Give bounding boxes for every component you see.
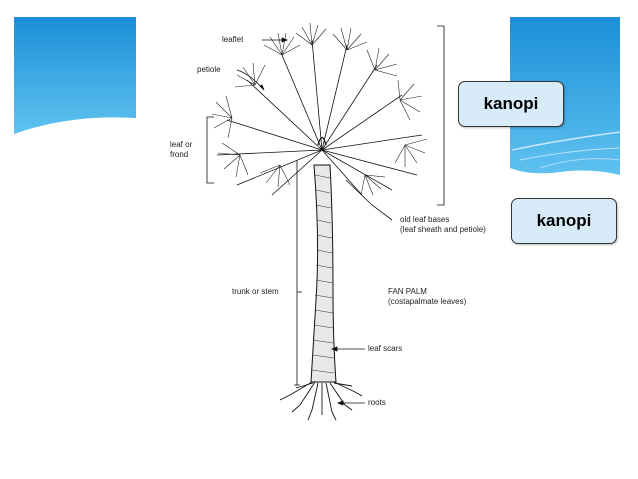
label-petiole: petiole [197,65,221,74]
label-leaf-or: leaf or [170,140,193,149]
left-decor-block [14,17,136,134]
callout-kanopi-bottom: kanopi [511,198,617,244]
roots-drawing [279,381,363,421]
annotation-leaders [206,25,445,406]
label-old-leaf-bases-detail: (leaf sheath and petiole) [400,225,486,234]
label-leaf-scars: leaf scars [368,344,403,353]
label-trunk: trunk or stem [232,287,279,296]
label-frond: frond [170,150,189,159]
label-old-leaf-bases: old leaf bases [400,215,450,224]
label-leaflet: leaflet [222,35,244,44]
label-fan-palm: FAN PALM [388,287,427,296]
label-roots: roots [368,398,386,407]
crown-fronds [211,22,428,196]
callout-kanopi-top: kanopi [458,81,564,127]
label-costapalmate: (costapalmate leaves) [388,297,467,306]
